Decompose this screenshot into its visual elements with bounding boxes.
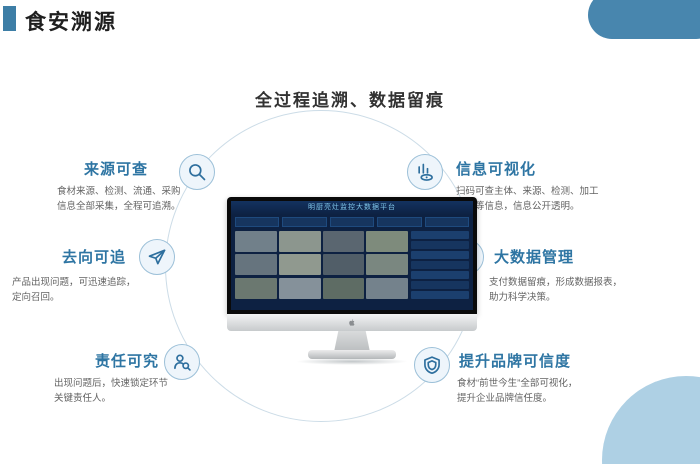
feature-title-visualization: 信息可视化	[456, 161, 537, 178]
camera-thumbnail	[235, 277, 277, 299]
chart-eye-icon	[407, 154, 443, 190]
dashboard-stat-row	[231, 215, 473, 229]
monitor-chin	[227, 314, 477, 331]
monitor-stand-neck	[334, 331, 370, 352]
search-icon	[179, 154, 215, 190]
section-heading: 全过程追溯、数据留痕	[255, 91, 445, 110]
feature-title-brand: 提升品牌可信度	[459, 353, 572, 370]
dashboard-main	[231, 229, 473, 299]
feature-title-destination: 去向可追	[62, 249, 127, 266]
camera-thumbnail	[366, 231, 409, 252]
camera-thumbnail	[278, 277, 321, 299]
camera-thumbnail	[278, 254, 321, 276]
stat-box	[235, 217, 280, 227]
panel-row	[411, 271, 469, 279]
feature-desc-bigdata: 支付数据留痕，形成数据报表， 助力科学决策。	[489, 277, 623, 304]
panel-row	[411, 231, 469, 239]
page-title: 食安溯源	[25, 11, 117, 34]
monitor-shadow	[296, 358, 408, 365]
dashboard-side-panel	[411, 231, 469, 299]
paper-plane-icon	[139, 239, 175, 275]
monitor-bezel: 明厨亮灶监控大数据平台	[227, 197, 477, 314]
feature-desc-destination: 产品出现问题，可迅速追踪， 定向召回。	[12, 277, 136, 304]
person-search-icon	[164, 344, 200, 380]
feature-desc-source: 食材来源、检测、流通、采购 信息全部采集，全程可追溯。	[57, 186, 181, 213]
camera-grid	[235, 231, 409, 299]
panel-row	[411, 281, 469, 289]
decorative-circle	[602, 376, 700, 464]
feature-desc-brand: 食材“前世今生”全部可视化， 提升企业品牌信任度。	[457, 378, 578, 405]
shield-icon	[414, 347, 450, 383]
decorative-corner-shape	[588, 0, 700, 39]
dashboard-title: 明厨亮灶监控大数据平台	[231, 201, 473, 215]
feature-desc-visualization: 扫码可查主体、来源、检测、加工 环境等信息，信息公开透明。	[456, 186, 599, 213]
feature-title-source: 来源可查	[84, 161, 149, 178]
stat-box	[424, 217, 470, 227]
stat-box	[377, 217, 422, 227]
camera-thumbnail	[235, 231, 277, 252]
feature-desc-responsibility: 出现问题后，快速锁定环节 关键责任人。	[54, 378, 169, 405]
camera-thumbnail	[322, 231, 365, 252]
apple-logo-icon	[349, 319, 355, 326]
stat-box	[329, 217, 375, 227]
panel-row	[411, 261, 469, 269]
panel-row	[411, 241, 469, 249]
stat-box	[282, 217, 327, 227]
monitor-screen: 明厨亮灶监控大数据平台	[231, 201, 473, 310]
camera-thumbnail	[366, 277, 409, 299]
feature-title-bigdata: 大数据管理	[494, 249, 575, 266]
panel-row	[411, 251, 469, 259]
camera-thumbnail	[366, 254, 409, 276]
camera-thumbnail	[278, 231, 321, 252]
camera-thumbnail	[322, 254, 365, 276]
panel-row	[411, 291, 469, 299]
brand-accent-square	[3, 6, 16, 31]
feature-title-responsibility: 责任可究	[95, 353, 160, 370]
camera-thumbnail	[235, 254, 277, 276]
monitor-stand-base	[308, 350, 396, 359]
camera-thumbnail	[322, 277, 365, 299]
